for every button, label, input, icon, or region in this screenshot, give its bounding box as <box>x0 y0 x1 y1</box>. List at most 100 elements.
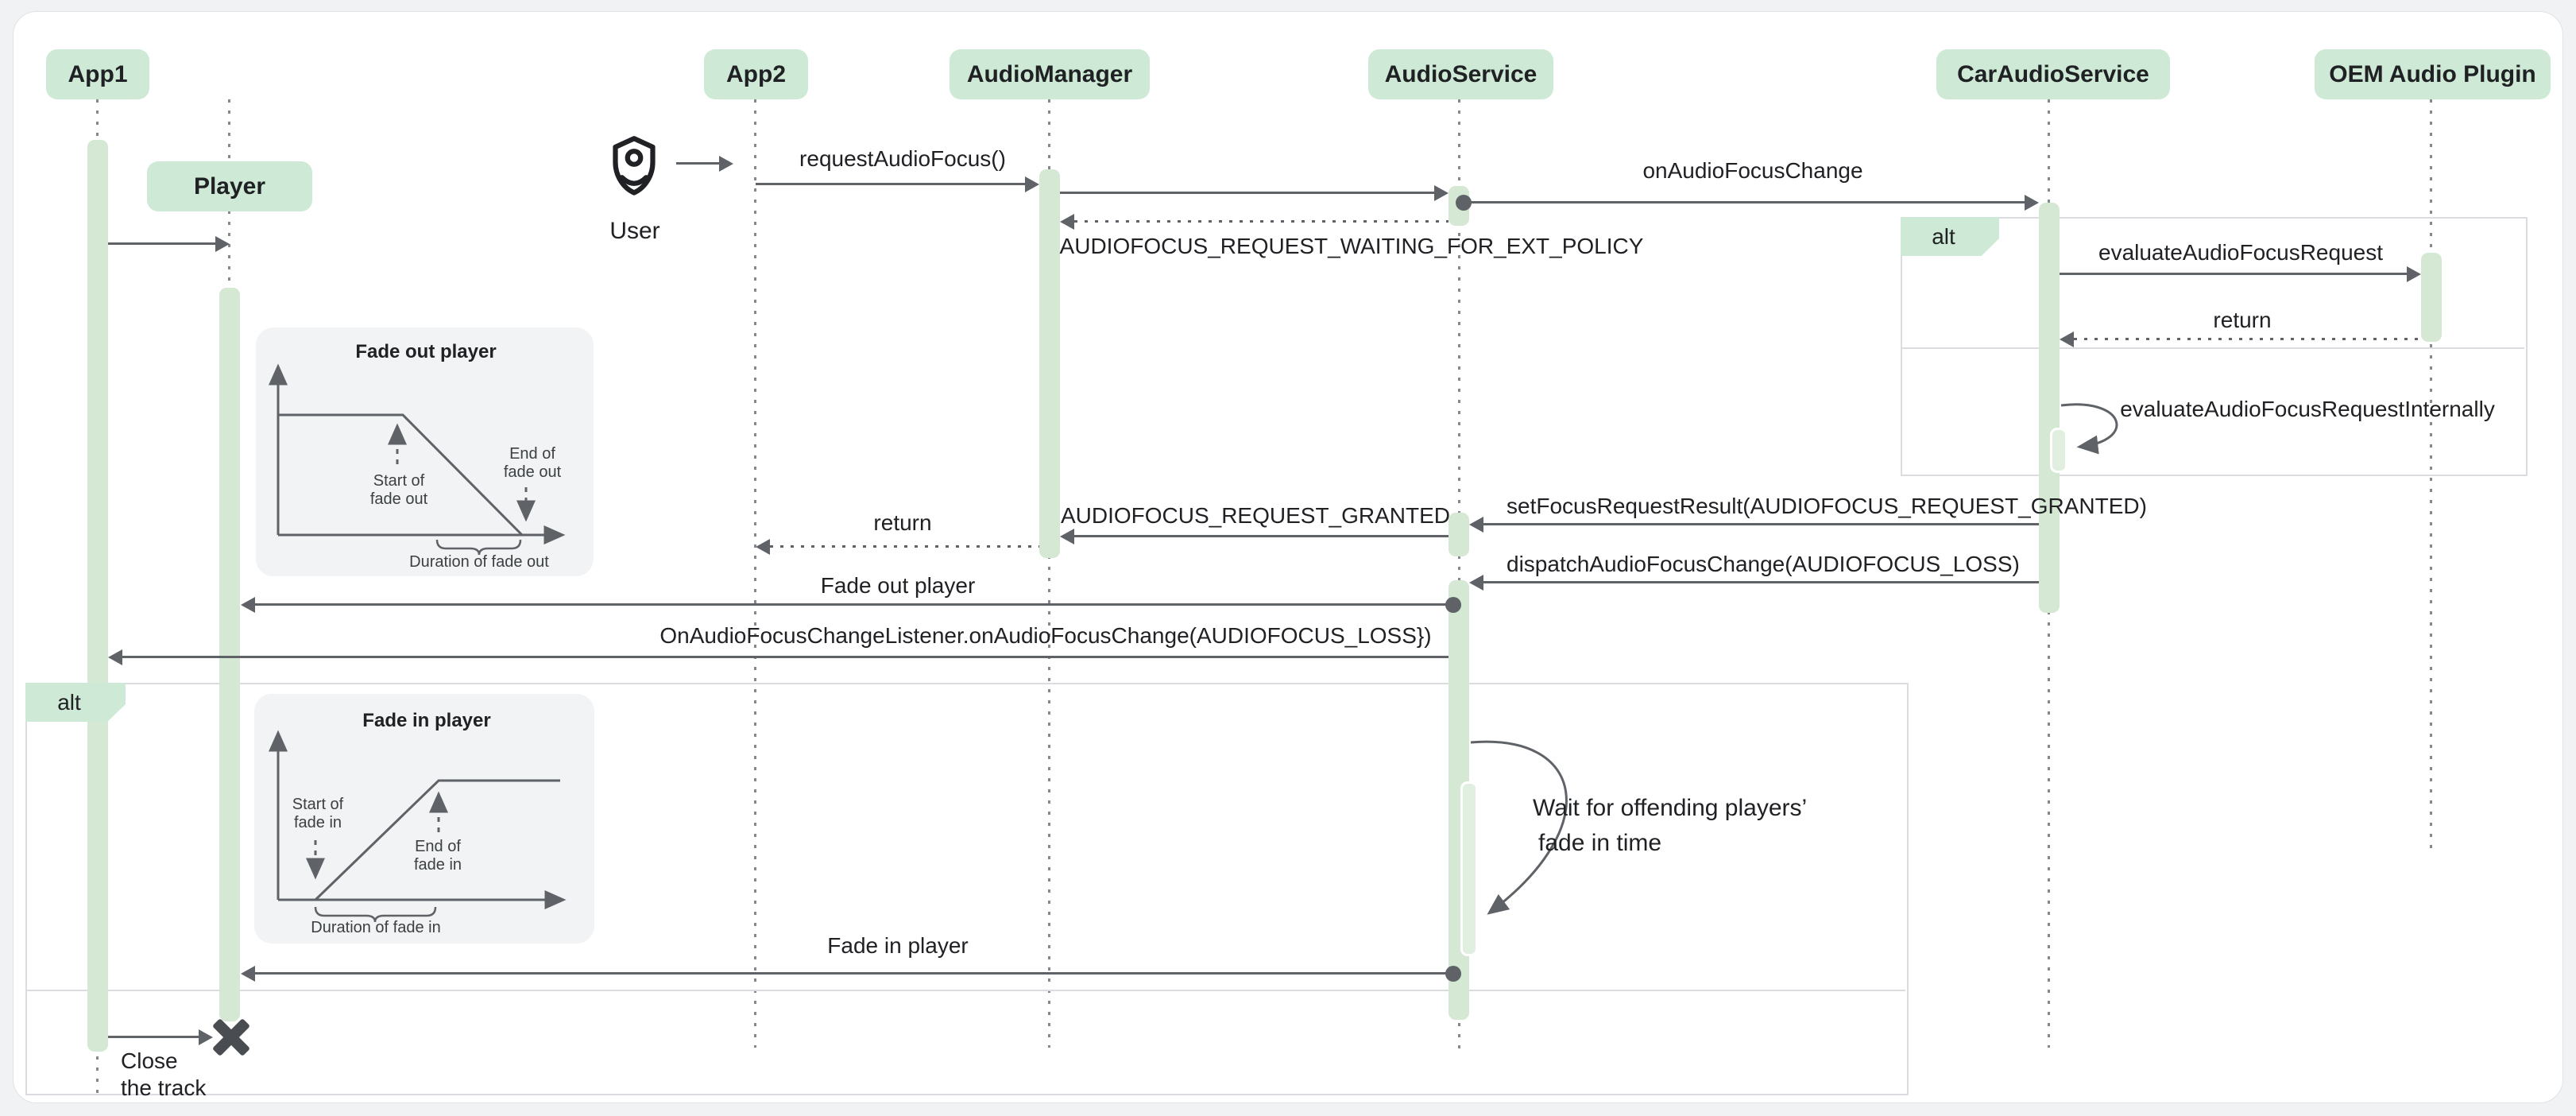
arrowhead-on-audio-focus-change <box>2025 195 2039 211</box>
label-request-audio-focus: requestAudioFocus() <box>799 146 1006 171</box>
fade-in-title: Fade in player <box>362 710 491 731</box>
arrowhead-return-oem <box>2060 331 2074 347</box>
arrow-dispatch-loss <box>1483 581 2039 583</box>
activation-car-audio-service-nested <box>2050 428 2067 473</box>
activation-audio-manager <box>1039 169 1060 558</box>
activation-car-audio-service <box>2039 203 2060 613</box>
arrow-request-audio-focus <box>756 183 1025 185</box>
label-request-granted: AUDIOFOCUS_REQUEST_GRANTED <box>1060 503 1451 528</box>
arrowhead-app1-player <box>215 236 230 252</box>
arrow-return-app2 <box>770 545 1039 548</box>
alt1-operator-label: alt <box>1901 217 1999 256</box>
actor-label-audio-service: AudioService <box>1384 60 1537 87</box>
actor-box-app2: App2 <box>704 49 808 99</box>
arrow-close-track <box>108 1036 199 1038</box>
activation-audio-service-nested <box>1460 781 1478 956</box>
arrowhead-audiomanager-audioservice <box>1434 185 1449 201</box>
fade-out-start-label: Start of <box>373 472 425 490</box>
arrowhead-user-app2 <box>719 156 733 172</box>
fade-in-curve-graphic <box>269 730 567 923</box>
found-dot-on-audio-focus-change <box>1456 195 1472 211</box>
wait-note-line1: Wait for offending players’ <box>1533 795 1808 821</box>
arrow-focus-change-listener <box>122 656 1449 658</box>
label-set-focus-result: setFocusRequestResult(AUDIOFOCUS_REQUEST… <box>1507 494 2147 518</box>
actor-label-audio-manager: AudioManager <box>966 60 1133 87</box>
shield-person-icon <box>613 136 656 196</box>
arrowhead-focus-change-listener <box>108 649 122 665</box>
arrowhead-fade-in-player <box>241 966 255 982</box>
actor-box-app1: App1 <box>46 49 149 99</box>
label-focus-change-listener: OnAudioFocusChangeListener.onAudioFocusC… <box>659 623 1432 648</box>
arrow-return-oem <box>2074 338 2421 340</box>
dot-fade-out-player <box>1445 597 1461 613</box>
arrow-fade-out-player <box>253 603 1459 606</box>
fade-in-end-label: End of <box>415 838 461 855</box>
close-note-line1: Close <box>121 1048 178 1073</box>
lifeline-oem-plugin <box>2430 99 2432 854</box>
fade-in-end-label: fade in <box>413 856 462 874</box>
arrowhead-waiting-ext-policy <box>1060 214 1074 230</box>
fade-out-title: Fade out player <box>355 341 497 362</box>
wait-note-line2: fade in time <box>1538 830 1662 856</box>
label-return-oem: return <box>2213 308 2272 332</box>
activation-player <box>219 288 240 1021</box>
alt1-frame <box>1901 217 2528 476</box>
arrow-fade-in-player <box>253 972 1459 975</box>
lifeline-audio-service <box>1458 99 1460 1051</box>
actor-label-app1: App1 <box>68 60 128 87</box>
arrow-request-granted <box>1074 535 1449 537</box>
activation-app1 <box>87 140 108 1052</box>
lifeline-audio-manager <box>1048 99 1050 1048</box>
label-on-audio-focus-change: onAudioFocusChange <box>1642 158 1863 183</box>
fade-out-end-label: fade out <box>503 463 562 481</box>
arrowhead-request-audio-focus <box>1025 176 1039 192</box>
label-evaluate-request: evaluateAudioFocusRequest <box>2098 240 2384 265</box>
alt1-label-text: alt <box>1932 223 1955 249</box>
alt2-divider <box>25 990 1905 991</box>
alt1-divider <box>1901 347 2524 349</box>
arrowhead-dispatch-loss <box>1469 575 1483 591</box>
self-loop-wait-fade-in <box>1470 740 1568 915</box>
label-evaluate-internally: evaluateAudioFocusRequestInternally <box>2120 397 2495 421</box>
actor-label-app2: App2 <box>726 60 786 87</box>
fade-out-curve-graphic <box>269 363 566 556</box>
arrow-on-audio-focus-change <box>1464 201 2025 203</box>
inset-fade-in-chart: Fade in player Start of fade in End of f… <box>254 694 594 944</box>
arrowhead-evaluate-request <box>2407 266 2421 282</box>
actor-label-player: Player <box>193 172 266 200</box>
label-fade-in-player: Fade in player <box>827 933 969 958</box>
fade-out-start-label: fade out <box>369 490 428 508</box>
actor-box-audio-manager: AudioManager <box>950 49 1150 99</box>
activation-oem-plugin <box>2421 253 2442 342</box>
actor-box-car-audio-service: CarAudioService <box>1936 49 2170 99</box>
arrowhead-fade-out-player <box>241 597 255 613</box>
actor-box-oem-plugin: OEM Audio Plugin <box>2315 49 2551 99</box>
user-label: User <box>609 218 660 244</box>
arrow-user-app2 <box>676 162 719 165</box>
alt2-label-text: alt <box>57 689 81 715</box>
actor-label-car-audio-service: CarAudioService <box>1957 60 2149 87</box>
actor-label-oem-plugin: OEM Audio Plugin <box>2329 60 2536 87</box>
arrow-waiting-ext-policy <box>1074 220 1449 223</box>
fade-out-duration-label: Duration of fade out <box>409 553 549 571</box>
activation-audio-service-2 <box>1449 513 1469 556</box>
dot-fade-in-player <box>1445 966 1461 982</box>
arrowhead-set-focus-result <box>1469 517 1483 533</box>
actor-box-audio-service: AudioService <box>1368 49 1553 99</box>
arrow-audiomanager-audioservice <box>1060 192 1434 194</box>
fade-in-start-label: fade in <box>293 814 342 831</box>
fade-in-start-label: Start of <box>292 796 344 813</box>
label-waiting-ext-policy: AUDIOFOCUS_REQUEST_WAITING_FOR_EXT_POLIC… <box>1059 234 1644 258</box>
alt2-operator-label: alt <box>25 683 126 722</box>
inset-fade-out-chart: Fade out player Start of fade out End of… <box>256 327 594 576</box>
label-fade-out-player: Fade out player <box>820 573 976 598</box>
lifeline-app2 <box>754 99 756 1048</box>
actor-box-player: Player <box>147 161 312 211</box>
fade-out-end-label: End of <box>509 445 555 463</box>
arrowhead-close-track <box>199 1029 213 1045</box>
arrow-evaluate-request <box>2060 273 2407 275</box>
self-loop-evaluate-internally <box>2060 403 2118 455</box>
close-note-line2: the track <box>121 1075 207 1100</box>
fade-in-duration-label: Duration of fade in <box>311 919 441 936</box>
